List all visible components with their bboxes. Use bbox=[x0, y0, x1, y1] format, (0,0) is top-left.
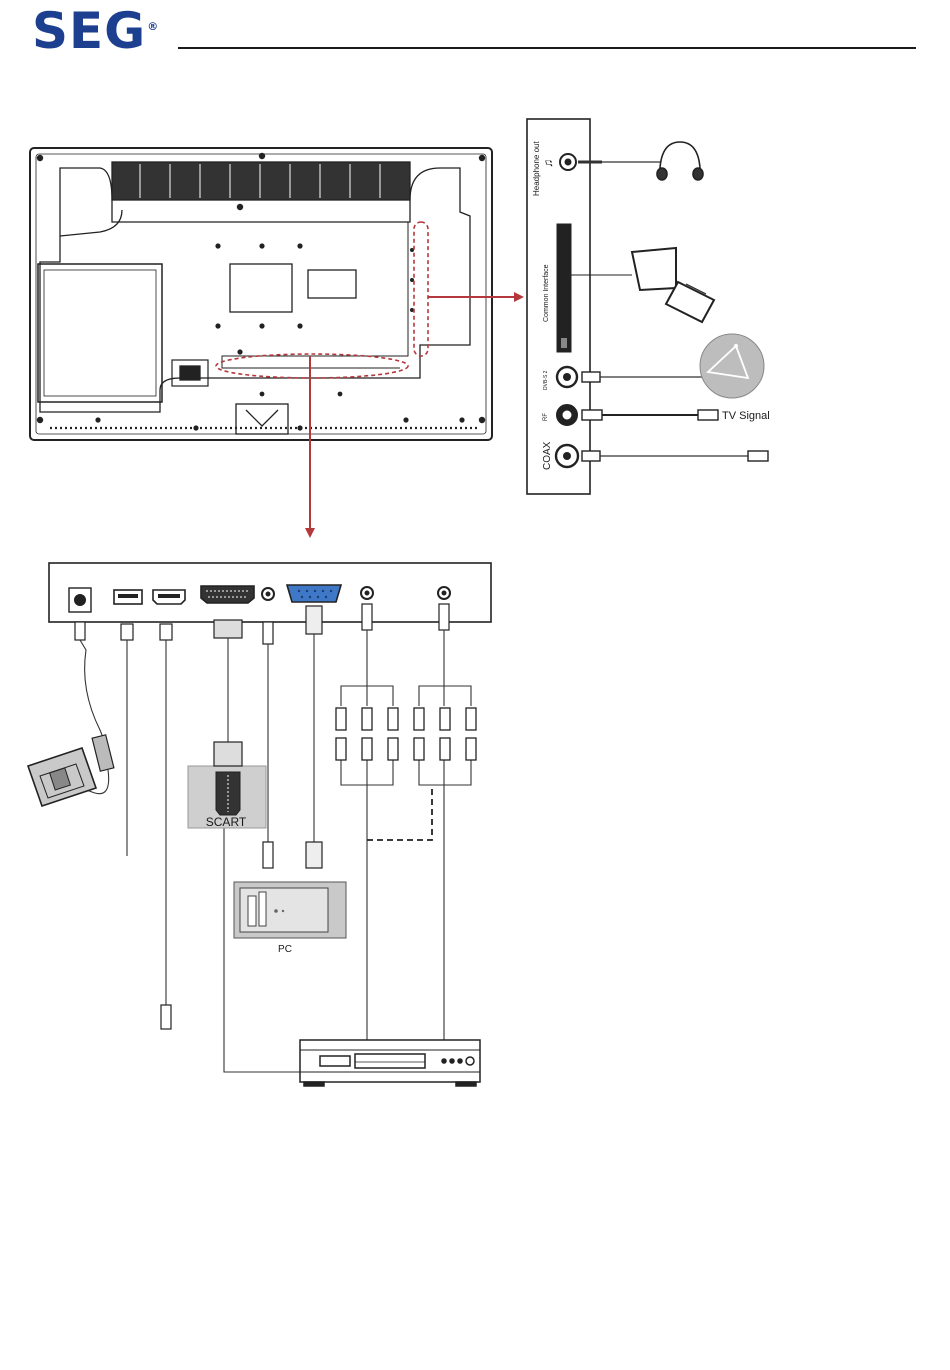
common-interface-label: Common Interface bbox=[543, 264, 550, 322]
headphone-jack bbox=[560, 154, 660, 170]
hdmi-plug-end bbox=[161, 1005, 171, 1029]
scart-port bbox=[201, 586, 254, 603]
common-interface-slot bbox=[557, 224, 632, 352]
scart-label: SCART bbox=[206, 815, 247, 829]
vga-port bbox=[287, 585, 341, 602]
bottom-panel bbox=[49, 563, 491, 622]
dashed-alt-link bbox=[367, 788, 432, 840]
headphone-symbol-icon: ♫ bbox=[541, 159, 555, 168]
headphones-icon bbox=[657, 142, 703, 180]
coax-label: COAX bbox=[542, 441, 553, 470]
rca-plugs bbox=[336, 708, 476, 760]
wall-socket-icon bbox=[28, 748, 96, 806]
pc-device: PC bbox=[234, 842, 346, 955]
pc-label: PC bbox=[278, 944, 292, 955]
ci-card-icon bbox=[632, 248, 714, 322]
scart-device: SCART bbox=[188, 742, 266, 829]
side-panel: Headphone out ♫ Common Interface DVB-S 2… bbox=[527, 119, 770, 494]
dvbs2-label: DVB-S 2 bbox=[543, 370, 549, 390]
headphone-out-label: Headphone out bbox=[532, 141, 541, 196]
satellite-dish-icon bbox=[700, 334, 764, 398]
cables bbox=[80, 630, 471, 1072]
dvd-player-device bbox=[300, 1040, 480, 1086]
tv-signal-label: TV Signal bbox=[722, 410, 770, 422]
rf-label: RF bbox=[543, 413, 549, 421]
tv-back-view bbox=[30, 148, 492, 440]
